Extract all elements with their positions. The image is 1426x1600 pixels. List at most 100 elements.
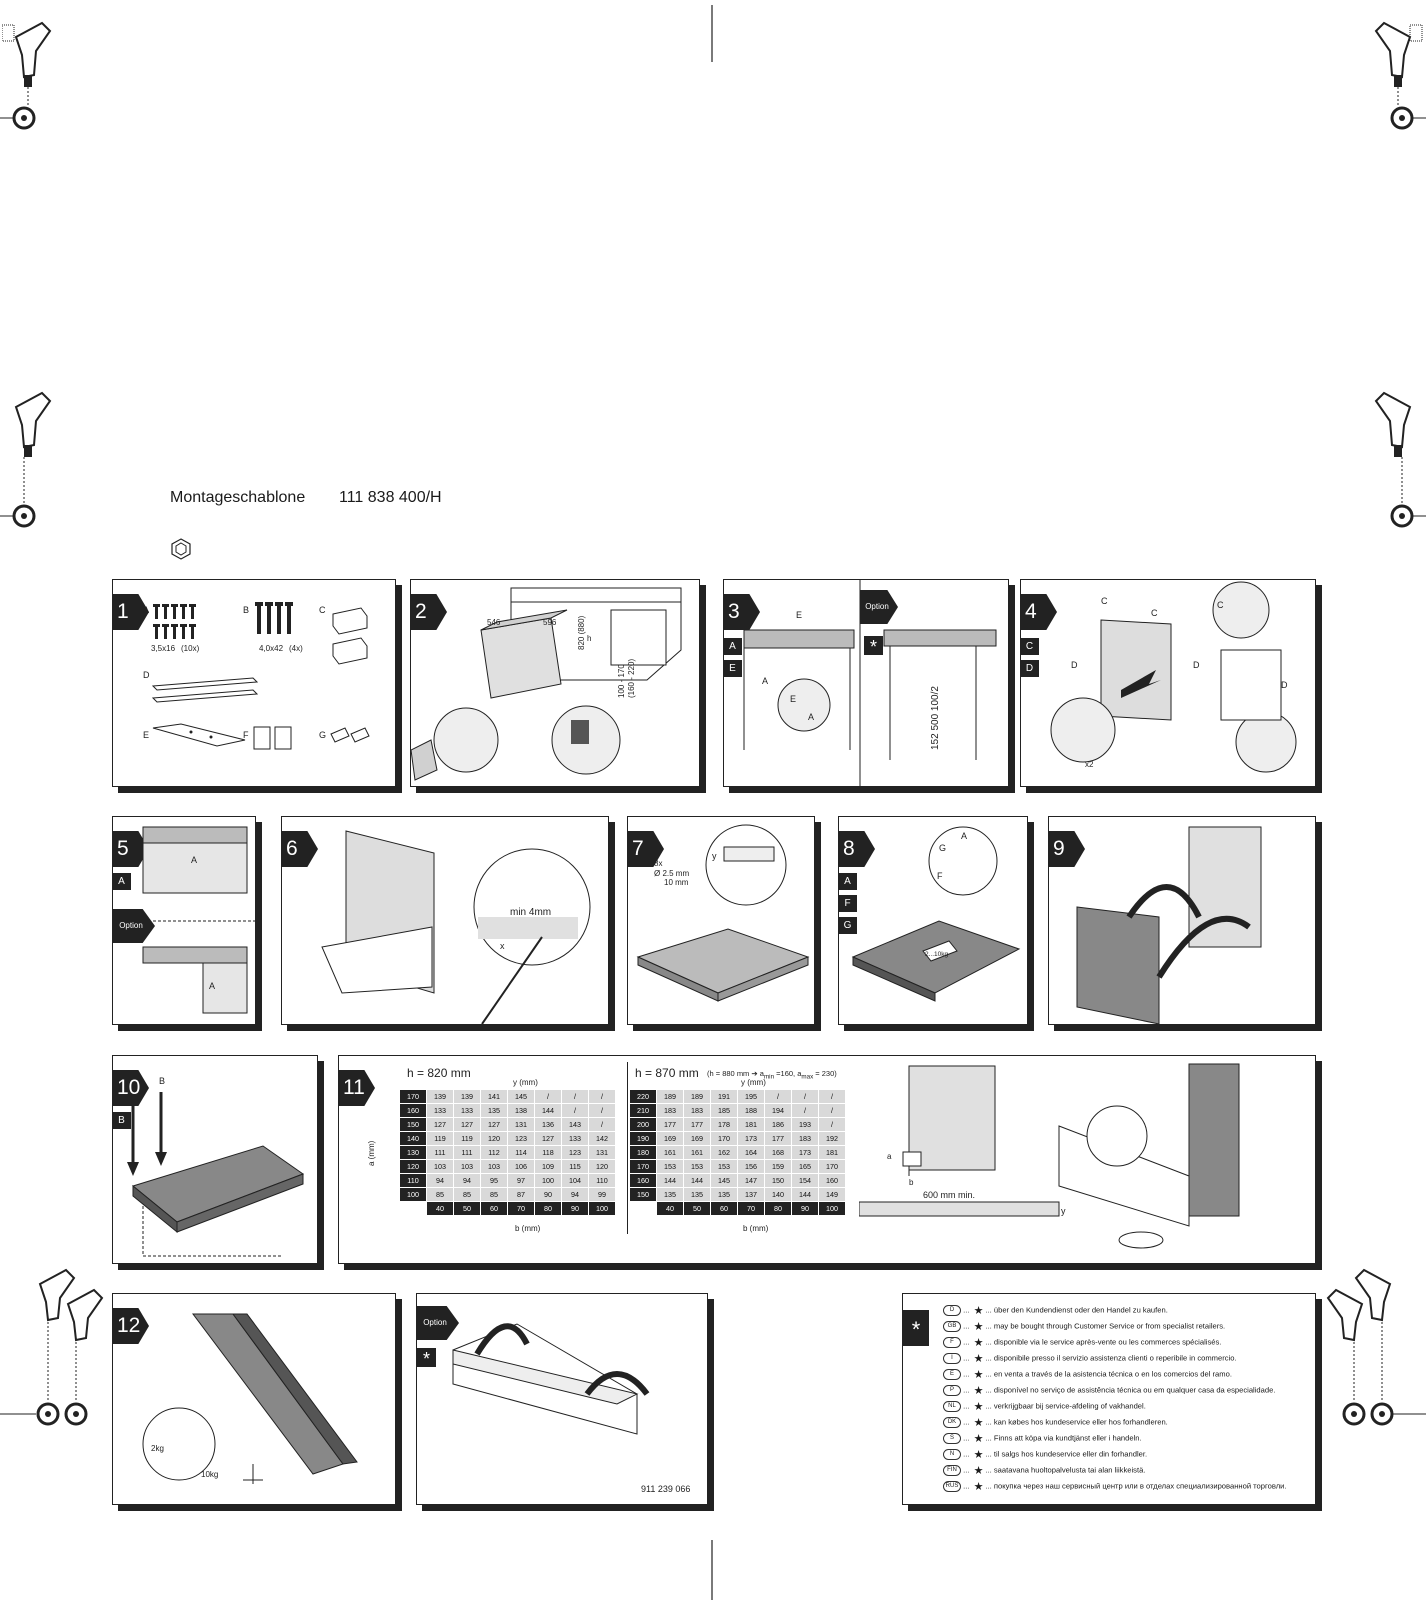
table-cell: 145 xyxy=(710,1173,738,1188)
table-cell: 94 xyxy=(561,1187,589,1202)
column-header-b: 40 xyxy=(426,1201,454,1216)
rail-e-icon xyxy=(152,723,246,747)
step-11-side-diagram xyxy=(859,1063,1240,1249)
table-cell: 114 xyxy=(507,1145,535,1160)
row-header-a: 110 xyxy=(399,1173,427,1188)
table-cell: 183 xyxy=(656,1103,684,1118)
legend-text: ... Finns att köpa via kundtjänst eller … xyxy=(985,1433,1142,1443)
table-cell: 147 xyxy=(737,1173,765,1188)
legend-text: ... en venta a través de la asistencia t… xyxy=(985,1369,1232,1379)
corner-cell xyxy=(399,1201,427,1216)
label-d-2: D xyxy=(1193,660,1200,670)
weight-2kg: 2kg xyxy=(151,1444,164,1453)
strips-d-icon xyxy=(151,677,259,703)
screws-a-icon xyxy=(153,604,196,639)
table-cell: 160 xyxy=(818,1173,846,1188)
legend-item: N ... ★... til salgs hos kundeservice el… xyxy=(943,1448,1147,1461)
recycle-hexagon-icon xyxy=(171,538,191,560)
row-header-a: 120 xyxy=(399,1159,427,1174)
table-cell: / xyxy=(588,1089,616,1104)
table-cell: 142 xyxy=(588,1131,616,1146)
table-cell: 140 xyxy=(764,1187,792,1202)
legend-item: NL ... ★... verkrijgbaar bij service-afd… xyxy=(943,1400,1146,1413)
drill-target-bottom-left-icon xyxy=(36,1268,104,1426)
step-10-panel: 10 B B xyxy=(112,1055,318,1264)
table-cell: 133 xyxy=(453,1103,481,1118)
drill-count: 8x xyxy=(654,859,663,868)
table-cell: 111 xyxy=(453,1145,481,1160)
table-cell: 127 xyxy=(480,1117,508,1132)
table-cell: 194 xyxy=(764,1103,792,1118)
row-header-a: 220 xyxy=(629,1089,657,1104)
table2-title: h = 870 mm xyxy=(635,1066,699,1080)
part-tag-a: A xyxy=(724,638,742,655)
legend-item: F ... ★... disponible via le service apr… xyxy=(943,1336,1221,1349)
row-header-a: 170 xyxy=(629,1159,657,1174)
table-cell: 115 xyxy=(561,1159,589,1174)
table-cell: 144 xyxy=(791,1187,819,1202)
legend-item: I ... ★... disponibile presso il servizi… xyxy=(943,1352,1237,1365)
column-header-b: 90 xyxy=(561,1201,589,1216)
table-cell: 94 xyxy=(426,1173,454,1188)
part-number: 111 838 400/H xyxy=(339,489,442,506)
table-cell: 181 xyxy=(818,1145,846,1160)
table-cell: / xyxy=(791,1103,819,1118)
legend-text: ... disponibile presso il servizio assis… xyxy=(985,1353,1237,1363)
table-cell: 178 xyxy=(710,1117,738,1132)
table-cell: 153 xyxy=(683,1159,711,1174)
label-c-1: C xyxy=(1101,596,1108,606)
label-b: B xyxy=(159,1076,166,1086)
table-cell: / xyxy=(818,1089,846,1104)
star-icon: ★ xyxy=(973,1417,984,1429)
row-header-a: 170 xyxy=(399,1089,427,1104)
part-b-qty: (4x) xyxy=(289,644,303,653)
table-cell: 183 xyxy=(683,1103,711,1118)
option-illustration xyxy=(452,1323,650,1435)
table-cell: 85 xyxy=(426,1187,454,1202)
table-cell: 164 xyxy=(737,1145,765,1160)
table-cell: 119 xyxy=(453,1131,481,1146)
table-cell: 150 xyxy=(764,1173,792,1188)
step-9-panel: 9 xyxy=(1048,816,1316,1025)
label-x2: x2 xyxy=(1085,760,1094,769)
table-cell: 100 xyxy=(534,1173,562,1188)
table-cell: 136 xyxy=(534,1117,562,1132)
step-2-illustration xyxy=(411,587,682,781)
language-code-badge: N xyxy=(943,1449,961,1460)
star-icon: ★ xyxy=(973,1353,984,1365)
table-cell: 153 xyxy=(656,1159,684,1174)
table-cell: 162 xyxy=(710,1145,738,1160)
part-tag-a: A xyxy=(113,873,131,890)
language-code-badge: GB xyxy=(943,1321,961,1332)
language-code-badge: DK xyxy=(943,1417,961,1428)
star-icon: ★ xyxy=(973,1401,984,1413)
table-cell: 173 xyxy=(791,1145,819,1160)
table2-y-label: y (mm) xyxy=(741,1078,766,1087)
step-3-illustration xyxy=(743,580,997,786)
corner-cell xyxy=(629,1201,657,1216)
step-8-illustration xyxy=(851,826,1021,1002)
legend-text: ... saatavana huoltopalvelusta tai alan … xyxy=(985,1465,1146,1475)
diagram-label-a: a xyxy=(887,1152,892,1161)
table-cell: 133 xyxy=(561,1131,589,1146)
column-header-b: 100 xyxy=(588,1201,616,1216)
document-title: Montageschablone xyxy=(170,489,306,506)
legend-text: ... über den Kundendienst oder den Hande… xyxy=(985,1305,1168,1315)
row-header-a: 160 xyxy=(399,1103,427,1118)
diagram-label-b: b xyxy=(909,1178,914,1187)
legend-text: ... disponível no serviço de assistência… xyxy=(985,1385,1276,1395)
row-header-a: 160 xyxy=(629,1173,657,1188)
table-cell: / xyxy=(561,1089,589,1104)
table-cell: 103 xyxy=(480,1159,508,1174)
star-icon: * xyxy=(903,1310,929,1346)
table-cell: / xyxy=(764,1089,792,1104)
drill-target-mid-left-icon xyxy=(12,391,52,528)
table-cell: 169 xyxy=(656,1131,684,1146)
table-cell: / xyxy=(561,1103,589,1118)
weight-10kg: 10kg xyxy=(201,1470,219,1479)
